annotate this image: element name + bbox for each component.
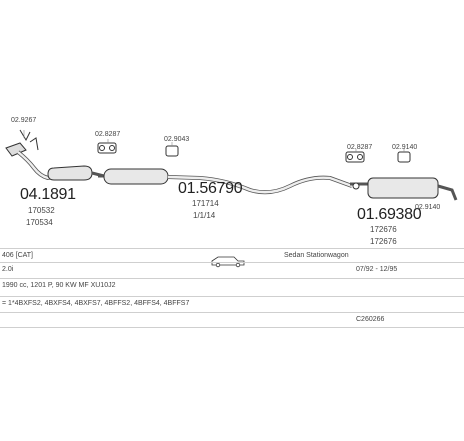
part-number: 04.1891	[20, 186, 76, 203]
part-number: 01.69380	[357, 206, 422, 223]
engine-cell: 2.0i	[2, 266, 14, 273]
part-ref: 170532	[28, 206, 55, 215]
part-label: 02.9043	[164, 136, 190, 143]
car-silhouette-icon	[211, 256, 245, 268]
table-row: 406 [CAT] Sedan Stationwagon	[0, 248, 464, 263]
part-label: 02.9140	[415, 204, 441, 211]
body-cell: Sedan Stationwagon	[284, 252, 349, 259]
table-row: 2.0i 07/92 - 12/95	[0, 262, 464, 277]
part-ref: 1/1/14	[193, 211, 216, 220]
catalog-cell: C260266	[356, 316, 385, 323]
part-ref: 172676	[370, 237, 397, 246]
years-cell: 07/92 - 12/95	[356, 266, 398, 273]
table-row: C260266	[0, 312, 464, 328]
front-pipe-catalyst	[5, 137, 105, 181]
part-number: 01.56790	[178, 180, 243, 197]
leader-lines	[23, 130, 405, 152]
model-cell: 406 [CAT]	[2, 252, 33, 259]
spec-cell: 1990 cc, 1201 P, 90 KW MF XU10J2	[2, 282, 116, 289]
part-label: 02.9140	[392, 144, 418, 151]
table-row: 1990 cc, 1201 P, 90 KW MF XU10J2	[0, 278, 464, 293]
part-ref: 172676	[370, 225, 397, 234]
table-row: = 1*4BXFS2, 4BXFS4, 4BXFS7, 4BFFS2, 4BFF…	[0, 296, 464, 311]
part-label: 02.8287	[95, 131, 121, 138]
codes-cell: = 1*4BXFS2, 4BXFS4, 4BXFS7, 4BFFS2, 4BFF…	[2, 300, 190, 307]
part-label: 02.8287	[347, 144, 373, 151]
clamp-icons	[19, 129, 411, 163]
middle-silencer	[98, 168, 353, 195]
part-ref: 171714	[192, 199, 219, 208]
part-label: 02.9267	[11, 117, 37, 124]
rear-silencer	[350, 177, 458, 201]
part-ref: 170534	[26, 218, 53, 227]
